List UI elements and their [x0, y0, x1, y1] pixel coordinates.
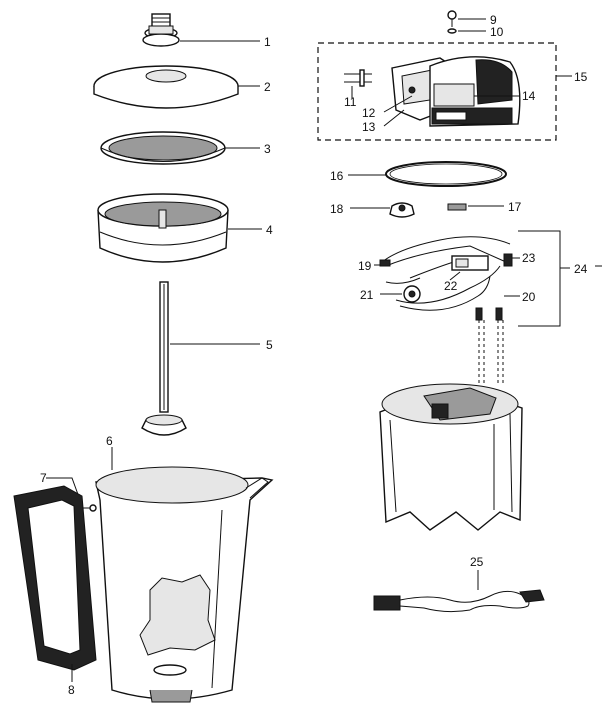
part-1-lid-knob [142, 13, 180, 47]
callout-5: 5 [266, 338, 273, 352]
callout-2: 2 [264, 80, 271, 94]
callout-6: 6 [106, 434, 113, 448]
leader-22 [449, 271, 461, 281]
part-8-handle [13, 485, 97, 671]
callout-12: 12 [362, 106, 376, 120]
part-6-pitcher [95, 466, 274, 703]
motor-base [379, 383, 523, 531]
callout-10: 10 [490, 25, 504, 39]
leader-12 [383, 95, 413, 113]
part-18-coupler [389, 202, 415, 218]
callout-13: 13 [362, 120, 376, 134]
callout-labels: 1 2 3 4 5 6 7 8 9 10 11 12 13 14 15 16 1… [40, 13, 588, 697]
callout-24: 24 [574, 262, 588, 276]
bracket-24 [518, 230, 561, 327]
part-17-clip [447, 203, 467, 211]
callout-7: 7 [40, 471, 47, 485]
part-16-gasket [385, 161, 507, 187]
part-10-washer [447, 28, 457, 34]
callout-8: 8 [68, 683, 75, 697]
callout-21: 21 [360, 288, 374, 302]
callout-17: 17 [508, 200, 522, 214]
part-3-filter-disc [100, 131, 226, 165]
alignment-dashes [478, 320, 504, 384]
callout-22: 22 [444, 279, 458, 293]
part-23-terminal [503, 253, 513, 267]
assembly-box-15 [317, 42, 557, 141]
leader-7 [46, 477, 81, 501]
callout-3: 3 [264, 142, 271, 156]
callout-23: 23 [522, 251, 536, 265]
part-25-power-cord [373, 589, 545, 613]
part-2-lid [93, 65, 239, 109]
callout-9: 9 [490, 13, 497, 27]
part-11-pins [344, 69, 372, 87]
part-24-wiring-harness [381, 236, 511, 311]
callout-18: 18 [330, 202, 344, 216]
callout-20: 20 [522, 290, 536, 304]
callout-4: 4 [266, 223, 273, 237]
part-22-connector-block [451, 255, 489, 271]
callout-16: 16 [330, 169, 344, 183]
callout-1: 1 [264, 35, 271, 49]
part-9-screw [447, 10, 457, 27]
leader-13 [383, 109, 405, 127]
part-5-agitator-shaft [141, 281, 187, 436]
part-21-grommet [403, 285, 421, 303]
part-14-motor-housing-top [429, 56, 521, 127]
callout-15: 15 [574, 70, 588, 84]
callout-19: 19 [358, 259, 372, 273]
part-4-strainer-basket [97, 193, 229, 263]
part-20-plug-leads [475, 307, 503, 321]
callout-11: 11 [344, 95, 357, 109]
callout-25: 25 [470, 555, 484, 569]
callout-14: 14 [522, 89, 536, 103]
part-19-terminal [379, 259, 391, 267]
